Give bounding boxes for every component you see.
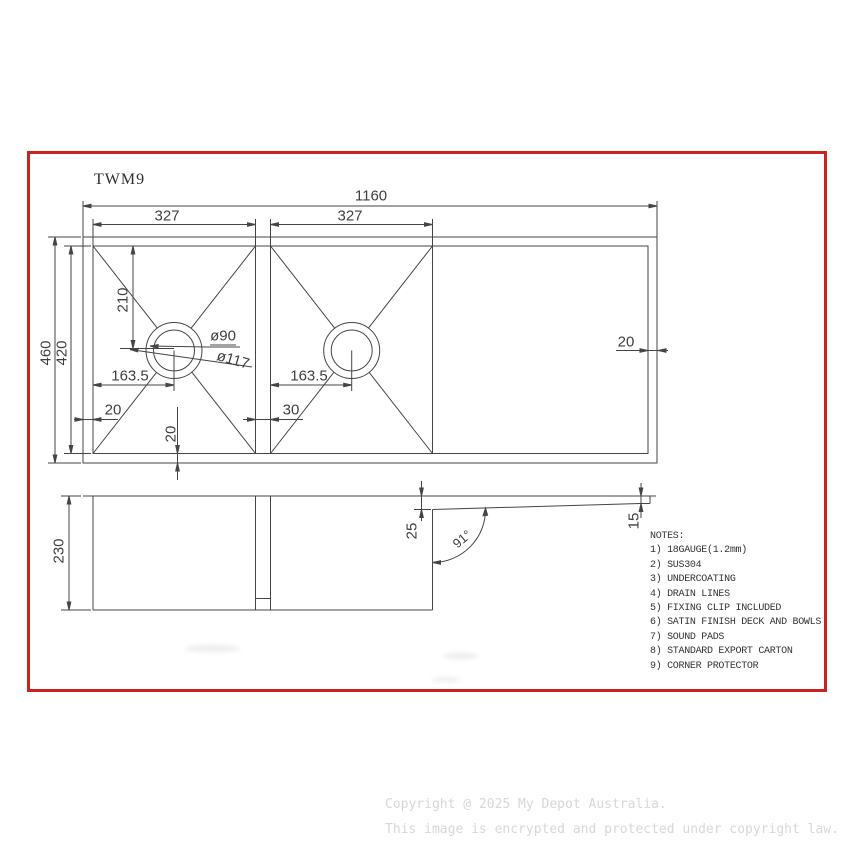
note-item: 3) UNDERCOATING	[650, 574, 736, 586]
note-item: 4) DRAIN LINES	[650, 588, 730, 600]
dim-left-rim: 20	[104, 401, 122, 419]
dim-right-drain-offset: 163.5	[290, 367, 328, 385]
dim-inner-depth: 420	[53, 340, 71, 366]
dim-drainer-end-drop: 15	[625, 512, 643, 530]
dim-drain-vertical-offset: 210	[114, 287, 132, 313]
print-smudge	[185, 645, 240, 652]
notes-list: NOTES: 1) 18GAUGE(1.2mm) 2) SUS304 3) UN…	[650, 530, 821, 674]
model-title: TWM9	[94, 171, 146, 188]
drain-diameter-leaders	[129, 344, 253, 368]
dim-left-drain-offset: 163.5	[111, 367, 149, 385]
print-smudge	[443, 653, 479, 659]
side-dimension-lines	[61, 481, 644, 611]
note-item: 8) STANDARD EXPORT CARTON	[650, 646, 793, 658]
note-item: 6) SATIN FINISH DECK AND BOWLS	[650, 617, 822, 629]
dim-bowl-height: 230	[50, 538, 68, 564]
dim-total-depth: 460	[37, 340, 55, 366]
dim-right-rim: 20	[617, 333, 635, 351]
watermark-line-1: Copyright @ 2025 My Depot Australia.	[385, 797, 667, 812]
plan-dimension-lines	[48, 201, 668, 480]
note-item: 2) SUS304	[650, 559, 702, 571]
print-smudge	[432, 677, 460, 682]
dim-left-bowl-width: 327	[154, 207, 180, 225]
side-view	[83, 495, 656, 611]
dim-drainer-start-drop: 25	[403, 522, 421, 540]
dim-bowl-gap: 30	[282, 401, 300, 419]
watermark-line-2: This image is encrypted and protected un…	[385, 822, 839, 837]
dim-bottom-rim: 20	[162, 425, 180, 443]
red-border-frame	[27, 151, 827, 692]
note-item: 5) FIXING CLIP INCLUDED	[650, 603, 782, 615]
dim-drain-inner-dia: ø90	[210, 327, 236, 346]
note-item: 9) CORNER PROTECTOR	[650, 660, 759, 672]
note-item: 7) SOUND PADS	[650, 631, 725, 643]
notes-heading: NOTES:	[650, 531, 685, 542]
note-item: 1) 18GAUGE(1.2mm)	[650, 545, 747, 557]
dim-total-width: 1160	[354, 187, 388, 205]
dim-right-bowl-width: 327	[337, 207, 363, 225]
